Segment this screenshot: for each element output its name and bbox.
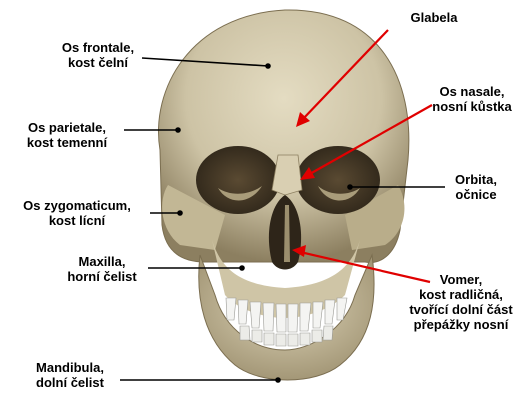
label-os-nasale: Os nasale,nosní kůstka — [420, 84, 524, 114]
label-maxilla: Maxilla,horní čelist — [56, 254, 148, 284]
label-os-zygomaticum: Os zygomaticum,kost lícní — [2, 198, 152, 228]
vomer-septum — [284, 205, 290, 262]
label-os-frontale: Os frontale,kost čelní — [42, 40, 154, 70]
label-os-parietale: Os parietale,kost temenní — [8, 120, 126, 150]
orbit-right — [296, 146, 380, 214]
label-mandibula: Mandibula,dolní čelist — [22, 360, 118, 390]
label-glabela: Glabela — [394, 10, 474, 25]
label-orbita: Orbita,očnice — [445, 172, 507, 202]
orbit-left — [196, 146, 280, 214]
